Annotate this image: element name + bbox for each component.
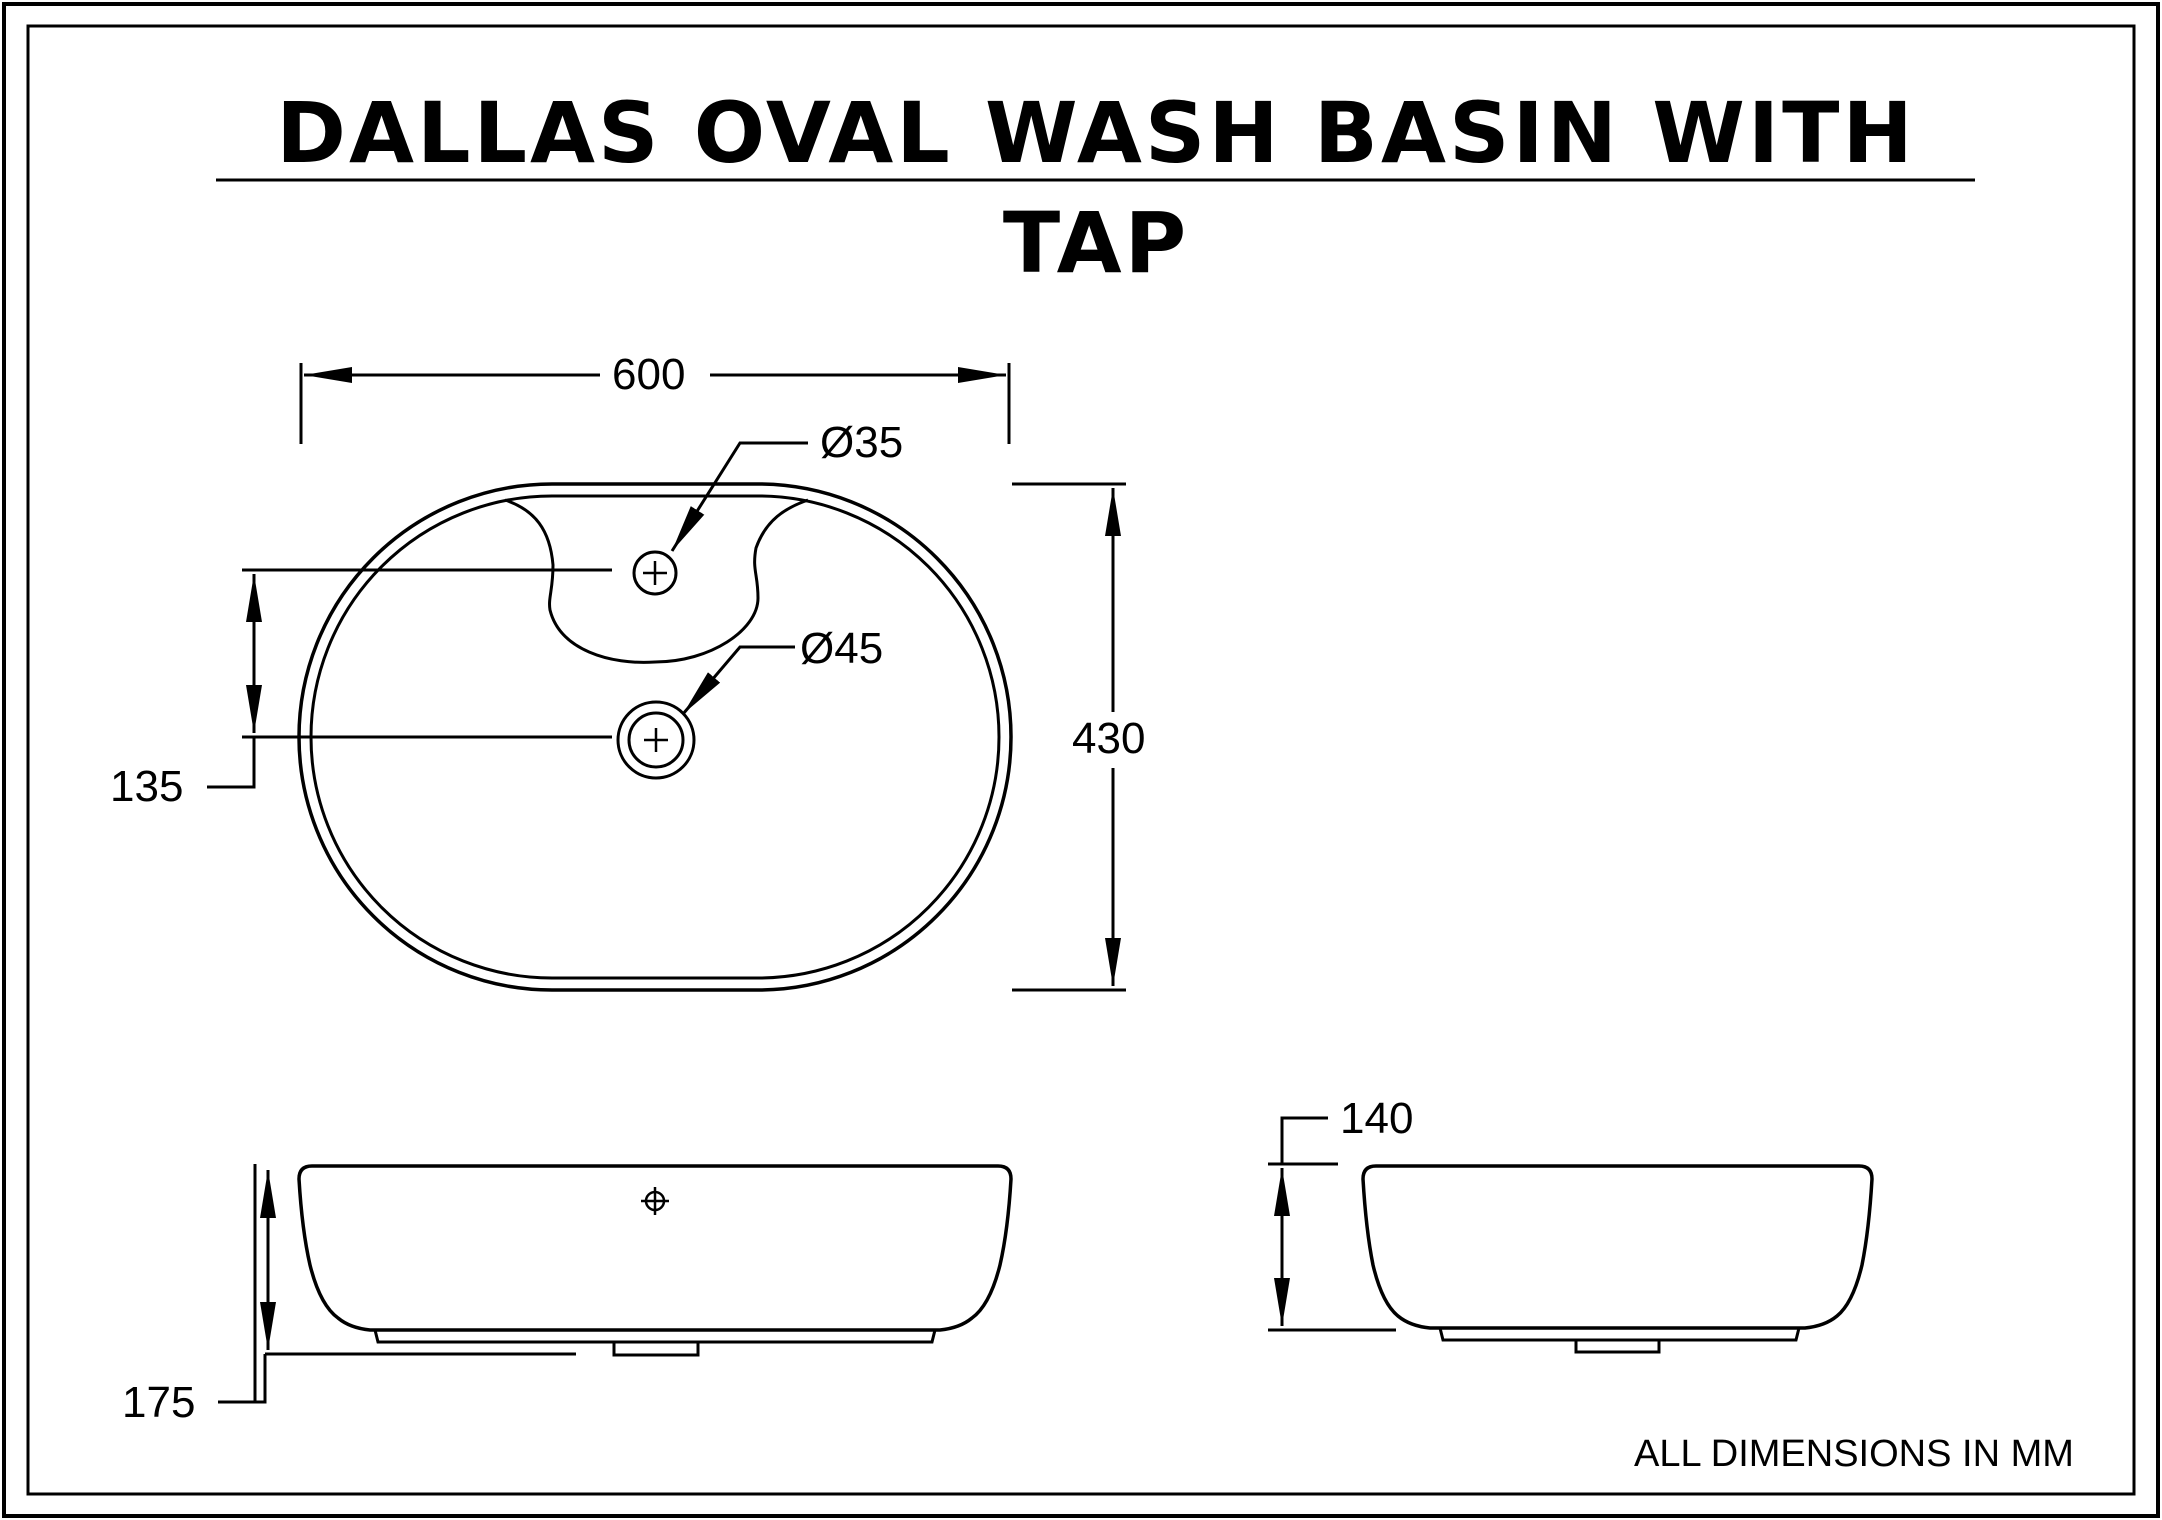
units-note: ALL DIMENSIONS IN MM: [1634, 1433, 2074, 1475]
dim-tap-hole-label: Ø35: [820, 418, 904, 468]
dim-width-label: 600: [612, 350, 686, 400]
dim-waste-hole-label: Ø45: [800, 624, 884, 674]
side-view: [1268, 1116, 1874, 1354]
front-basin-outline: [297, 1164, 1013, 1332]
dim-tap-to-waste: [207, 568, 612, 789]
dim-front-height-label: 175: [122, 1378, 196, 1428]
dim-depth: [1012, 482, 1126, 992]
leader-tap-hole: [670, 441, 808, 552]
dim-front-height: [218, 1164, 576, 1404]
side-basin-outline: [1361, 1164, 1874, 1330]
dim-tap-to-waste-label: 135: [110, 762, 184, 812]
basin-outer-rim: [297, 482, 1013, 992]
tap-hole: [632, 550, 678, 596]
front-view: [218, 1164, 1013, 1404]
tap-deck: [504, 498, 809, 664]
dim-depth-label: 430: [1072, 714, 1146, 764]
leader-waste-hole: [681, 645, 795, 715]
side-base-foot: [1438, 1327, 1801, 1342]
dim-side-height-label: 140: [1340, 1094, 1414, 1144]
front-waste-outlet: [612, 1342, 700, 1357]
top-view: [207, 363, 1126, 992]
drawing-title: DALLAS OVAL WASH BASIN WITH TAP: [276, 84, 1916, 292]
dim-side-height: [1268, 1116, 1396, 1332]
basin-inner-rim: [309, 494, 1001, 980]
dim-width: [299, 363, 1011, 444]
waste-hole-outer: [616, 700, 696, 780]
waste-hole-inner: [627, 711, 685, 769]
front-base-foot: [373, 1329, 937, 1344]
side-waste-outlet: [1574, 1340, 1661, 1354]
